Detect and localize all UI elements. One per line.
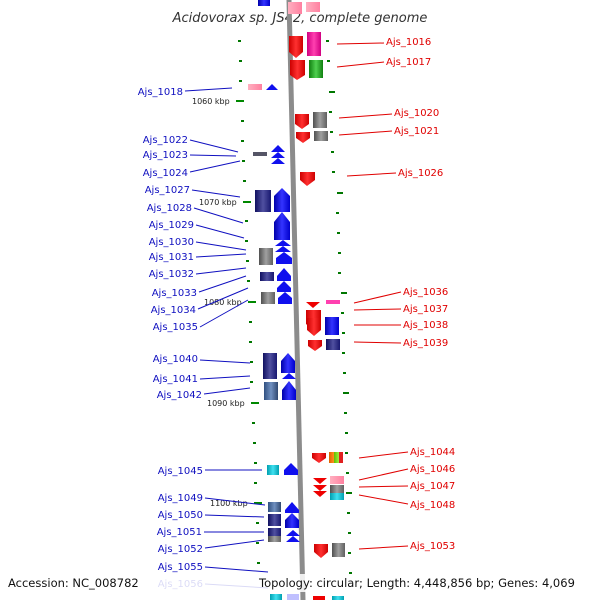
- label-leader-line: [203, 387, 251, 395]
- label-leader-line: [353, 308, 402, 311]
- gene-label-left[interactable]: Ajs_1035: [153, 322, 198, 333]
- label-leader-line: [189, 154, 237, 157]
- gene-label-left[interactable]: Ajs_1050: [158, 510, 203, 521]
- label-leader-line: [358, 485, 409, 488]
- gene-label-left[interactable]: Ajs_1045: [158, 466, 203, 477]
- gene-label-right[interactable]: Ajs_1017: [386, 57, 431, 68]
- minor-ticks: [238, 40, 352, 574]
- label-leader-line: [193, 207, 244, 224]
- gene-label-left[interactable]: Ajs_1032: [149, 269, 194, 280]
- map-title: Acidovorax sp. JS42, complete genome: [172, 11, 428, 26]
- gene-label-left[interactable]: Ajs_1041: [153, 374, 198, 385]
- gene-label-left[interactable]: Ajs_1024: [143, 168, 188, 179]
- gene-label-right[interactable]: Ajs_1053: [410, 541, 455, 552]
- right-gene-labels: Ajs_1016Ajs_1017Ajs_1020Ajs_1021Ajs_1026…: [336, 37, 455, 552]
- gene-label-left[interactable]: Ajs_1027: [145, 185, 190, 196]
- genome-backbone: [286, 0, 306, 600]
- gene-label-left[interactable]: Ajs_1052: [158, 544, 203, 555]
- gene-label-left[interactable]: Ajs_1029: [149, 220, 194, 231]
- label-leader-line: [197, 287, 249, 310]
- topology-text: Topology: circular; Length: 4,448,856 bp…: [258, 576, 575, 590]
- label-leader-line: [199, 375, 251, 380]
- label-leader-line: [338, 130, 393, 136]
- label-leader-line: [353, 291, 402, 304]
- label-leader-line: [353, 341, 402, 344]
- label-leader-line: [358, 451, 409, 459]
- label-leader-line: [198, 275, 247, 293]
- gene-label-left[interactable]: Ajs_1034: [151, 305, 196, 316]
- label-leader-line: [199, 359, 251, 364]
- kbp-marker: 1060 kbp: [192, 97, 230, 106]
- gene-label-right[interactable]: Ajs_1020: [394, 108, 439, 119]
- kbp-marker: 1090 kbp: [207, 399, 245, 408]
- label-leader-line: [204, 566, 269, 573]
- gene-label-left[interactable]: Ajs_1042: [157, 390, 202, 401]
- label-leader-line: [191, 189, 241, 198]
- label-leader-line: [195, 241, 247, 251]
- label-leader-line: [189, 139, 239, 153]
- label-leader-line: [358, 468, 409, 481]
- gene-label-left[interactable]: Ajs_1051: [157, 527, 202, 538]
- gene-label-left[interactable]: Ajs_1031: [149, 252, 194, 263]
- label-leader-line: [336, 61, 385, 68]
- gene-label-left[interactable]: Ajs_1028: [147, 203, 192, 214]
- label-leader-line: [184, 87, 233, 92]
- label-leader-line: [358, 545, 409, 550]
- gene-label-left[interactable]: Ajs_1030: [149, 237, 194, 248]
- gene-label-right[interactable]: Ajs_1047: [410, 481, 455, 492]
- label-leader-line: [346, 172, 397, 177]
- kbp-marker: 1100 kbp: [210, 499, 248, 508]
- gene-label-left[interactable]: Ajs_1040: [153, 354, 198, 365]
- kbp-marker: 1070 kbp: [199, 198, 237, 207]
- kbp-marker: 1080 kbp: [204, 298, 242, 307]
- kbp-scale: 1060 kbp 1070 kbp 1080 kbp 1090 kbp 1100…: [192, 97, 262, 508]
- label-leader-line: [195, 253, 247, 258]
- left-gene-labels: Ajs_1018Ajs_1022Ajs_1023Ajs_1024Ajs_1027…: [138, 87, 269, 590]
- gene-label-right[interactable]: Ajs_1036: [403, 287, 448, 298]
- label-leader-line: [204, 514, 265, 518]
- gene-label-left[interactable]: Ajs_1022: [143, 135, 188, 146]
- gene-label-right[interactable]: Ajs_1038: [403, 320, 448, 331]
- gene-label-right[interactable]: Ajs_1026: [398, 168, 443, 179]
- gene-label-left[interactable]: Ajs_1033: [152, 288, 197, 299]
- gene-label-right[interactable]: Ajs_1044: [410, 447, 455, 458]
- gene-label-right[interactable]: Ajs_1016: [386, 37, 431, 48]
- label-leader-line: [338, 113, 393, 119]
- gene-label-right[interactable]: Ajs_1048: [410, 500, 455, 511]
- gene-label-right[interactable]: Ajs_1021: [394, 126, 439, 137]
- gene-label-left[interactable]: Ajs_1055: [158, 562, 203, 573]
- gene-label-right[interactable]: Ajs_1039: [403, 338, 448, 349]
- label-leader-line: [195, 224, 245, 239]
- label-leader-line: [189, 160, 241, 173]
- forward-strand-genes: [248, 0, 300, 600]
- label-leader-line: [336, 42, 385, 45]
- gene-label-left[interactable]: Ajs_1023: [143, 150, 188, 161]
- reverse-strand-genes: [288, 2, 345, 600]
- gene-label-right[interactable]: Ajs_1046: [410, 464, 455, 475]
- label-leader-line: [199, 299, 249, 328]
- gene-label-left[interactable]: Ajs_1049: [158, 493, 203, 504]
- label-leader-line: [204, 539, 265, 549]
- gene-label-right[interactable]: Ajs_1037: [403, 304, 448, 315]
- label-leader-line: [195, 267, 247, 275]
- label-leader-line: [204, 497, 266, 506]
- accession-text: Accession: NC_008782: [8, 576, 139, 590]
- gene-label-left[interactable]: Ajs_1018: [138, 87, 183, 98]
- label-leader-line: [358, 494, 409, 505]
